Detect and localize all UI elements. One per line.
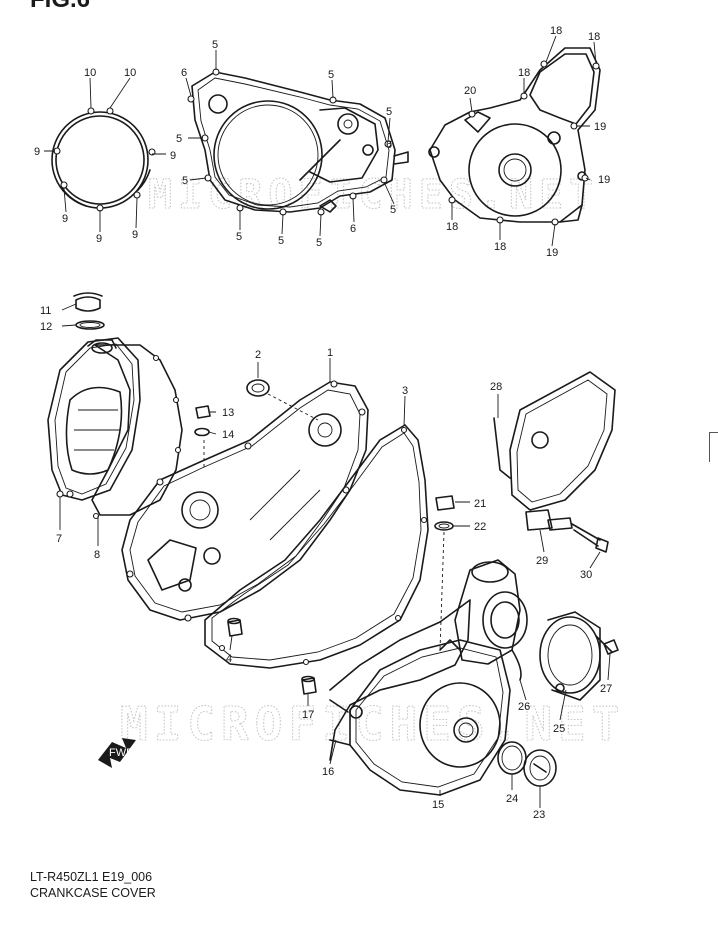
plug-23 xyxy=(523,749,557,787)
callout: 16 xyxy=(322,766,334,778)
edge-mark xyxy=(709,432,718,433)
callout: 29 xyxy=(536,555,548,567)
callout: 2 xyxy=(255,349,261,361)
callout: 24 xyxy=(506,793,518,805)
watermark: MICROFICHES.NET xyxy=(148,172,599,218)
callout: 4 xyxy=(226,653,232,665)
callout: 28 xyxy=(490,381,502,393)
crankcase-cover-gasket xyxy=(204,424,429,669)
callout: 5 xyxy=(328,69,334,81)
callout: 14 xyxy=(222,429,234,441)
callout: 5 xyxy=(278,235,284,247)
oil-seal xyxy=(246,379,319,421)
clutch-outer-gasket xyxy=(51,107,156,212)
callout: 6 xyxy=(181,67,187,79)
callout-numbers: 10 10 9 9 9 9 9 5 6 5 5 5 5 6 5 5 5 5 6 … xyxy=(34,25,612,821)
callout: 13 xyxy=(222,407,234,419)
callout: 3 xyxy=(402,385,408,397)
callout: 5 xyxy=(390,204,396,216)
callout: 22 xyxy=(474,521,486,533)
callout: 9 xyxy=(34,146,40,158)
callout: 5 xyxy=(212,39,218,51)
callout: 18 xyxy=(446,221,458,233)
callout: 25 xyxy=(553,723,565,735)
callout: 18 xyxy=(518,67,530,79)
callout: 9 xyxy=(62,213,68,225)
sprocket-cover xyxy=(493,371,616,531)
diagram-code: LT-R450ZL1 E19_006 xyxy=(30,870,153,884)
callout: 5 xyxy=(316,237,322,249)
clutch-cover-gasket xyxy=(91,344,183,520)
callout: 15 xyxy=(432,799,444,811)
starter-housing xyxy=(454,559,528,681)
callout: 19 xyxy=(546,247,558,259)
plug-21 xyxy=(434,495,455,651)
magneto-cover xyxy=(329,639,511,796)
magneto-cover-gasket xyxy=(329,599,471,761)
callout: 10 xyxy=(124,67,136,79)
watermark: MICROFICHES.NET xyxy=(120,697,625,751)
callout: 30 xyxy=(580,569,592,581)
callout: 19 xyxy=(598,174,610,186)
crankcase-cover-outline xyxy=(187,68,409,216)
clutch-cover xyxy=(47,337,141,501)
dowel-pin-4 xyxy=(227,617,243,637)
callout: 17 xyxy=(302,709,314,721)
callout: 18 xyxy=(550,25,562,37)
bolt-30 xyxy=(571,523,609,553)
fwd-arrow-icon: FWD xyxy=(98,738,136,768)
callout: 5 xyxy=(236,231,242,243)
callout: 7 xyxy=(56,533,62,545)
callout: 23 xyxy=(533,809,545,821)
starter-cover xyxy=(539,611,601,701)
fwd-label: FWD xyxy=(109,747,134,759)
callout: 6 xyxy=(350,223,356,235)
callout: 5 xyxy=(182,175,188,187)
callout: 9 xyxy=(96,233,102,245)
dowel-pin-17 xyxy=(301,675,317,695)
callout: 19 xyxy=(594,121,606,133)
callout: 12 xyxy=(40,321,52,333)
callout: 8 xyxy=(94,549,100,561)
magneto-cover-outline xyxy=(428,47,601,226)
oil-filler-cap xyxy=(73,292,105,330)
edge-mark xyxy=(709,432,710,462)
callout: 9 xyxy=(132,229,138,241)
callout: 5 xyxy=(176,133,182,145)
callout: 6 xyxy=(386,139,392,151)
callout: 18 xyxy=(588,31,600,43)
callout: 18 xyxy=(494,241,506,253)
callout: 1 xyxy=(327,347,333,359)
diagram-title: CRANKCASE COVER xyxy=(30,886,156,900)
callout: 11 xyxy=(40,305,51,317)
callout: 5 xyxy=(386,106,392,118)
bolt-27 xyxy=(595,635,619,655)
callout: 26 xyxy=(518,701,530,713)
callout: 21 xyxy=(474,498,486,510)
figure-label: FIG.6 xyxy=(30,0,90,14)
callout: 10 xyxy=(84,67,96,79)
callout: 20 xyxy=(464,85,476,97)
callout: 27 xyxy=(600,683,612,695)
callout: 9 xyxy=(170,150,176,162)
leader-lines xyxy=(44,35,611,808)
